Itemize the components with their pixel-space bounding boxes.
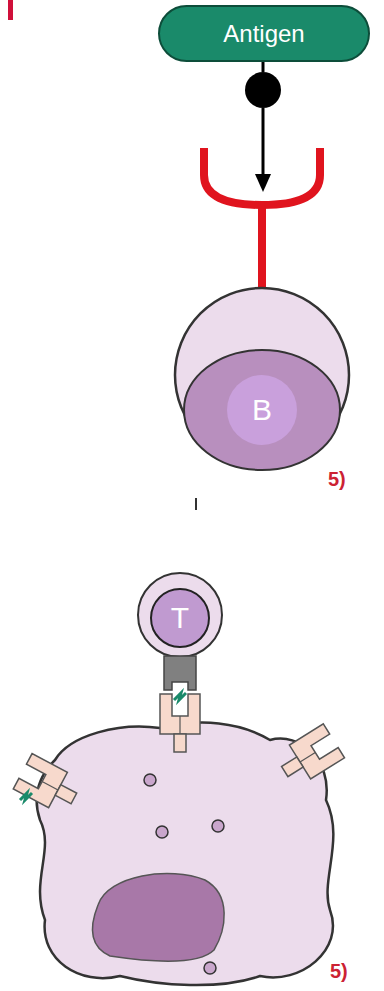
t-cell (138, 573, 222, 657)
node-text: B (252, 393, 272, 427)
callout-number: 5) (328, 468, 346, 491)
mhc-molecule (160, 694, 200, 752)
b-cell-nucleus (184, 350, 340, 470)
binding-arrow (262, 108, 265, 176)
node-text: Antigen (223, 20, 304, 48)
apc-nucleus (92, 874, 224, 962)
t-cell-receptor (164, 656, 196, 690)
node-text: T (171, 601, 189, 635)
peptide (20, 793, 32, 800)
antigen-pill: Antigen (158, 5, 370, 62)
cell-label-circle: T (150, 588, 210, 648)
antigen-epitope (245, 72, 281, 108)
b-cell-receptor (204, 148, 320, 205)
callout-number: 5) (330, 960, 348, 983)
mhc-molecule (274, 724, 344, 789)
cell-label-circle: B (227, 375, 297, 445)
red-mark (8, 0, 13, 20)
peptide (174, 693, 186, 700)
mhc-molecule (13, 754, 83, 817)
